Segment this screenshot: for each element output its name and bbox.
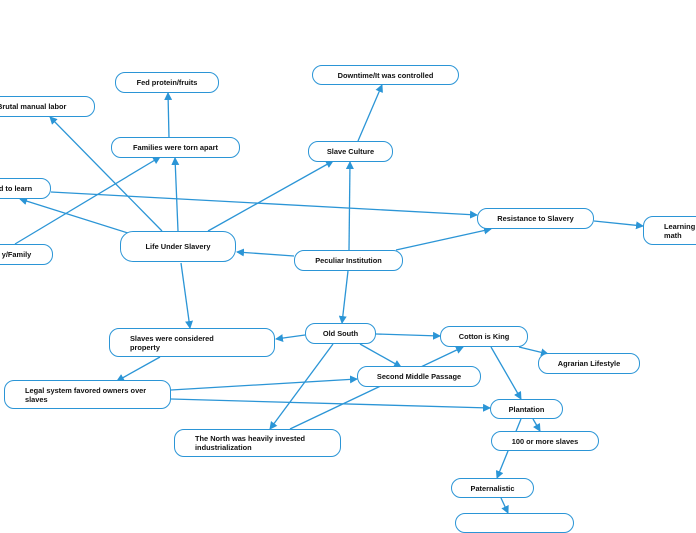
node-learning-math-partial[interactable]: Learning math [643, 216, 696, 245]
edge-learn-to-resistance [50, 191, 478, 219]
node-label: Second Middle Passage [376, 372, 462, 381]
node-label: Plantation [508, 404, 545, 414]
edge-life-to-brutal [49, 116, 163, 232]
node-brutal-manual-labor[interactable]: Brutal manual labor [0, 96, 95, 117]
edge-resistance-to-math [593, 220, 644, 230]
edge-oldsouth-to-cotton [375, 331, 441, 340]
node-slaves-considered-property[interactable]: Slaves were considered property [109, 328, 275, 357]
node-plantation[interactable]: Plantation [490, 399, 563, 419]
edge-plantation-to-100 [532, 418, 541, 432]
edge-life-to-families [171, 157, 180, 232]
edge-oldsouth-to-passage [359, 343, 402, 368]
node-label: Fed protein/fruits [136, 78, 198, 87]
node-families-torn-apart[interactable]: Families were torn apart [111, 137, 240, 158]
node-second-middle-passage[interactable]: Second Middle Passage [357, 366, 481, 387]
connections-layer [14, 84, 644, 514]
node-cotton-is-king[interactable]: Cotton is King [440, 326, 528, 347]
node-family-partial[interactable]: y/Family [0, 244, 53, 265]
node-fed-protein-fruits[interactable]: Fed protein/fruits [115, 72, 219, 93]
edge-cotton-to-plantation [490, 346, 522, 400]
node-bottom-partial[interactable] [455, 513, 574, 533]
edge-life-to-learn [19, 197, 129, 234]
node-paternalistic[interactable]: Paternalistic [451, 478, 534, 498]
node-label: Old South [322, 329, 359, 338]
node-label: Life Under Slavery [145, 242, 211, 251]
edge-legal-to-passage [170, 375, 358, 391]
edge-peculiar-to-culture [345, 161, 354, 251]
node-north-industrialization[interactable]: The North was heavily invested industria… [174, 429, 341, 457]
node-label: Cotton is King [458, 332, 510, 341]
edge-life-to-culture [207, 160, 334, 232]
edge-culture-to-downtime [357, 84, 383, 142]
node-label: Resistance to Slavery [497, 214, 574, 223]
node-label: Peculiar Institution [315, 256, 382, 265]
edge-paternalistic-to-bottom [500, 497, 509, 514]
edge-property-to-legal [116, 356, 161, 382]
node-downtime-controlled[interactable]: Downtime/It was controlled [312, 65, 459, 85]
node-label: Legal system favored owners over slaves [25, 385, 147, 404]
node-label: Slaves were considered property [130, 333, 214, 352]
node-legal-system[interactable]: Legal system favored owners over slaves [4, 380, 171, 409]
edge-families-to-fed [164, 92, 173, 139]
edge-north-to-passage [289, 346, 464, 430]
node-old-south[interactable]: Old South [305, 323, 376, 344]
node-label: Families were torn apart [132, 143, 219, 152]
node-agrarian-lifestyle[interactable]: Agrarian Lifestyle [538, 353, 640, 374]
node-label: Downtime/It was controlled [337, 70, 434, 80]
edge-life-to-property [180, 262, 194, 329]
node-label: Slave Culture [326, 147, 375, 156]
node-100-or-more-slaves[interactable]: 100 or more slaves [491, 431, 599, 451]
node-life-under-slavery[interactable]: Life Under Slavery [120, 231, 236, 262]
edge-legal-to-plantation [170, 398, 491, 412]
edge-peculiar-to-oldsouth [338, 270, 349, 324]
node-peculiar-institution[interactable]: Peculiar Institution [294, 250, 403, 271]
node-resistance-to-slavery[interactable]: Resistance to Slavery [477, 208, 594, 229]
edge-peculiar-to-life [236, 248, 295, 257]
node-label: The North was heavily invested industria… [195, 434, 306, 452]
node-label: Brutal manual labor [0, 102, 67, 111]
edge-cotton-to-agrarian [518, 346, 549, 357]
node-slave-culture[interactable]: Slave Culture [308, 141, 393, 162]
node-label: Agrarian Lifestyle [557, 359, 621, 368]
edge-oldsouth-to-property [275, 334, 306, 343]
node-label: y/Family [1, 250, 32, 259]
edge-peculiar-to-resistance [395, 226, 492, 251]
node-label: d to learn [0, 184, 33, 193]
node-label: Learning math [664, 221, 696, 240]
mind-map-canvas: Brutal manual labor Fed protein/fruits D… [0, 65, 696, 533]
node-label: Paternalistic [470, 483, 515, 493]
node-label: 100 or more slaves [511, 436, 579, 446]
edge-family-to-families [14, 156, 161, 245]
node-learn-partial[interactable]: d to learn [0, 178, 51, 199]
edge-oldsouth-to-north [269, 343, 334, 430]
